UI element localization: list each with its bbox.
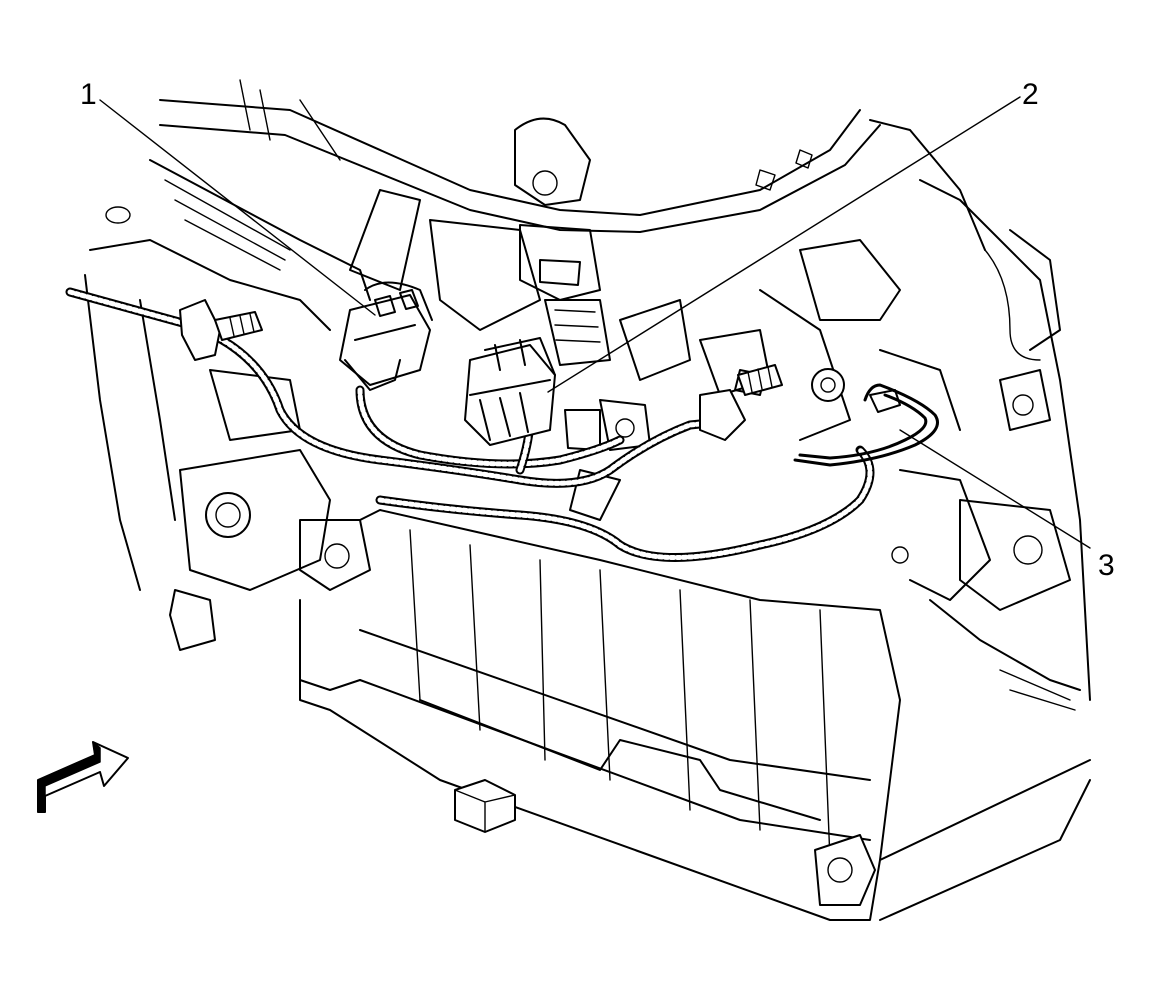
leader-line-3 bbox=[899, 429, 1091, 549]
drain-bolt bbox=[454, 779, 516, 833]
callout-label-3: 3 bbox=[1098, 549, 1115, 582]
upper-frame-rail bbox=[159, 79, 986, 251]
leader-line-1 bbox=[99, 99, 376, 316]
right-engine-block bbox=[759, 179, 1091, 711]
sensor-lead-3[interactable] bbox=[793, 383, 939, 467]
callout-leaders bbox=[99, 96, 1091, 549]
direction-arrow-icon bbox=[37, 741, 129, 813]
mount-boss bbox=[814, 834, 876, 906]
left-bracket-structure bbox=[84, 159, 371, 651]
harness-fitting-right bbox=[699, 364, 783, 441]
callout-label-1: 1 bbox=[80, 78, 97, 111]
connector-2[interactable] bbox=[464, 337, 556, 446]
connector-1[interactable] bbox=[339, 281, 433, 391]
leader-line-2 bbox=[547, 96, 1021, 393]
callout-label-2: 2 bbox=[1022, 78, 1039, 111]
harness-clamp bbox=[179, 299, 263, 361]
oil-pan-housing bbox=[299, 509, 1091, 921]
